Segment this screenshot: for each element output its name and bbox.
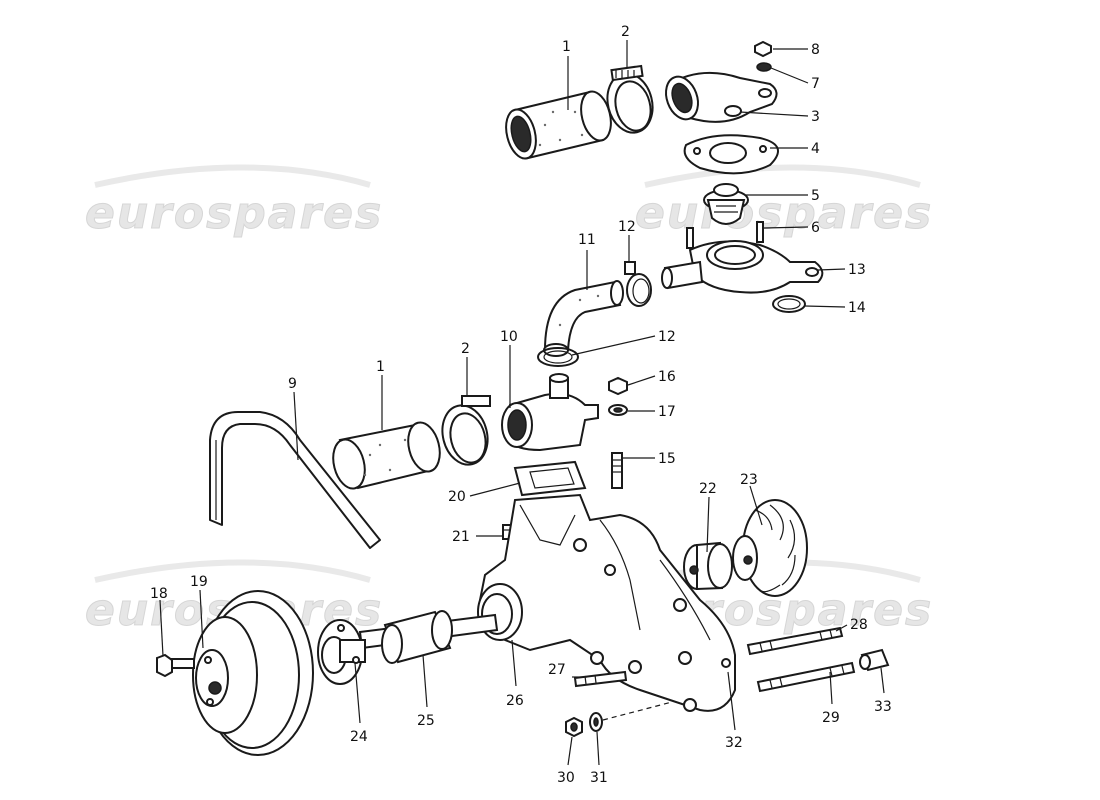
callout-6: 6: [811, 220, 820, 236]
callout-9: 9: [288, 376, 297, 392]
callout-25: 25: [417, 713, 435, 729]
callout-27: 27: [548, 662, 566, 678]
part-13-thermostat-housing: [661, 240, 824, 294]
part-20-gasket: [513, 460, 587, 497]
part-22-seal: [683, 541, 733, 591]
callout-22: 22: [699, 481, 717, 497]
callout-labels: 1 2 8 7 3 4 5 6 11 12 13 14 9 1 2 10 12 …: [150, 24, 892, 786]
part-2-hose-clamp-lower: [441, 395, 491, 466]
callout-1-lower: 1: [376, 359, 385, 375]
part-11-bent-hose: [543, 280, 624, 357]
part-24-hub: [317, 619, 366, 685]
callout-28: 28: [850, 617, 868, 633]
part-19-pulley: [192, 590, 314, 756]
callout-12-lower: 12: [658, 329, 676, 345]
callout-13: 13: [848, 262, 866, 278]
part-10-inlet-fitting: [501, 373, 599, 452]
part-28-stud: [746, 626, 844, 656]
callout-30: 30: [557, 770, 575, 786]
svg-text:eurospares: eurospares: [635, 188, 933, 239]
part-15-stud: [611, 452, 623, 489]
part-5-thermostat: [703, 183, 749, 225]
part-33-sleeve: [859, 648, 890, 672]
part-17-washer: [608, 404, 628, 416]
callout-5: 5: [811, 188, 820, 204]
watermark-top-left: eurospares: [85, 164, 383, 240]
part-30-nut: [565, 716, 583, 738]
callout-15: 15: [658, 451, 676, 467]
part-3-outlet-elbow: [665, 71, 778, 123]
callout-18: 18: [150, 586, 168, 602]
part-6-studs: [686, 221, 764, 249]
callout-23: 23: [740, 472, 758, 488]
part-12-clamp-lower: [537, 347, 579, 367]
part-4-gasket: [683, 134, 779, 175]
part-16-nut: [608, 376, 628, 396]
callout-32: 32: [725, 735, 743, 751]
callout-17: 17: [658, 404, 676, 420]
callout-1-upper: 1: [562, 39, 571, 55]
part-14-o-ring: [772, 295, 806, 313]
part-7-washer: [756, 62, 772, 72]
part-18-bolt: [156, 653, 195, 678]
callout-7: 7: [811, 76, 820, 92]
callout-20: 20: [448, 489, 466, 505]
callout-11: 11: [578, 232, 596, 248]
callout-3: 3: [811, 109, 820, 125]
callout-2-lower: 2: [461, 341, 470, 357]
part-23-impeller: [732, 499, 808, 597]
callout-21: 21: [452, 529, 470, 545]
svg-text:eurospares: eurospares: [85, 188, 383, 239]
leader-lines: [159, 40, 885, 766]
callout-4: 4: [811, 141, 820, 157]
callout-2-upper: 2: [621, 24, 630, 40]
watermark-top-right: eurospares: [635, 164, 933, 240]
part-1-hose-lower: [332, 421, 441, 490]
part-31-washer: [589, 712, 603, 732]
callout-26: 26: [506, 693, 524, 709]
part-2-hose-clamp-upper: [606, 64, 654, 134]
part-26-pump-housing: [477, 493, 736, 712]
callout-24: 24: [350, 729, 368, 745]
part-1-hose-upper: [505, 90, 612, 160]
callout-31: 31: [590, 770, 608, 786]
callout-33: 33: [874, 699, 892, 715]
part-29-stud: [756, 661, 856, 693]
part-8-nut: [754, 40, 772, 58]
callout-10: 10: [500, 329, 518, 345]
part-25-bearing: [381, 610, 453, 664]
callout-14: 14: [848, 300, 866, 316]
part-27-stud: [573, 670, 628, 688]
assembly-line-31: [602, 701, 673, 721]
callout-29: 29: [822, 710, 840, 726]
part-9-v-belt: [209, 411, 381, 549]
callout-16: 16: [658, 369, 676, 385]
part-12-clamp-upper: [624, 261, 652, 307]
callout-19: 19: [190, 574, 208, 590]
callout-8: 8: [811, 42, 820, 58]
callout-12-upper: 12: [618, 219, 636, 235]
